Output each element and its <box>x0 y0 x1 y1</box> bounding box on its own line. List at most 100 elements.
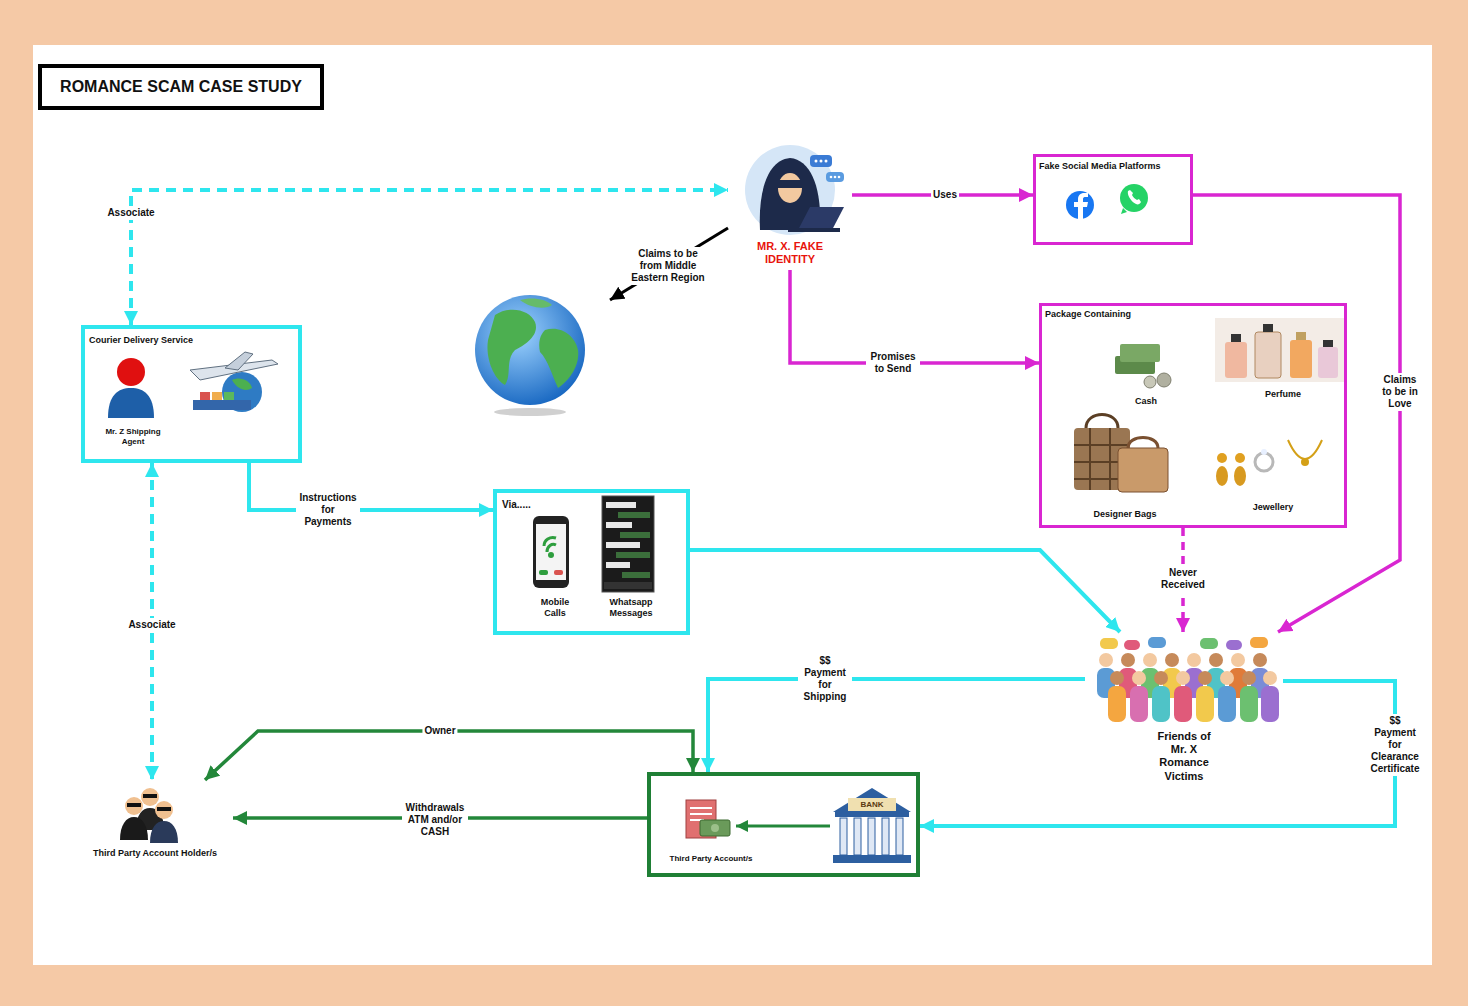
package-items-part <box>1231 334 1241 342</box>
edge-label: Instructions for Payments <box>296 491 360 529</box>
flow-connector <box>920 681 1395 826</box>
edge-label: Never Received <box>1151 566 1215 592</box>
bank-and-account-pictures-part <box>711 824 719 832</box>
hacker-icon-part <box>834 176 837 179</box>
courier-illustration-part <box>224 392 234 400</box>
platform-box: Fake Social Media Platforms <box>1033 154 1193 245</box>
courier-illustration-part <box>200 392 210 400</box>
bank-and-account-pictures-part <box>835 812 909 817</box>
item-caption: Designer Bags <box>1093 509 1156 520</box>
crowd-illustration-part <box>1174 686 1192 722</box>
package-items-part <box>1120 344 1160 362</box>
globe-illustration-part <box>520 298 552 307</box>
social-icons <box>1066 184 1148 219</box>
package-items-part <box>1318 347 1338 378</box>
bank-and-account-pictures-part <box>700 820 730 836</box>
node-text: Package Containing <box>1045 309 1131 320</box>
courier-illustration-part <box>212 392 222 400</box>
globe-illustration-part <box>539 329 578 388</box>
bank-and-account-pictures-part <box>848 798 896 811</box>
crowd-illustration-part <box>1132 671 1146 685</box>
edge-label: Withdrawals ATM and/or CASH <box>402 801 468 839</box>
social-icons-part <box>1074 193 1088 219</box>
package-items-part <box>1255 453 1273 471</box>
crowd-illustration-part <box>1154 671 1168 685</box>
hacker-icon-part <box>777 180 803 188</box>
bank-and-account-pictures-part <box>840 818 847 855</box>
crowd-illustration-part <box>1209 653 1223 667</box>
account-holders-icon-part <box>127 803 141 807</box>
crowd-illustration-part <box>1148 637 1166 648</box>
hacker-icon-part <box>810 155 832 167</box>
globe-illustration-part <box>610 228 728 300</box>
phone-and-chat-pictures-part <box>606 542 640 548</box>
edge-label: Owner <box>422 724 457 738</box>
crowd-illustration-part <box>1187 653 1201 667</box>
package-items-part <box>1263 324 1273 332</box>
crowd-illustration-part <box>1200 638 1218 649</box>
social-icons-part <box>1120 184 1148 212</box>
crowd-illustration-part <box>1218 686 1236 722</box>
package-items-part <box>1323 340 1333 347</box>
package-items-part <box>1217 453 1227 463</box>
flow-connector <box>690 550 1120 632</box>
crowd-illustration-part <box>1124 640 1140 650</box>
crowd-illustration-part <box>1261 686 1279 722</box>
phone-and-chat-pictures-part <box>618 512 650 518</box>
flow-connector <box>249 463 493 510</box>
account-holders-icon-part <box>155 801 173 819</box>
crowd-illustration-part <box>1108 686 1126 722</box>
crowd-illustration-part <box>1253 653 1267 667</box>
account-holders-icon-part <box>157 807 171 811</box>
package-items-part <box>1301 458 1309 466</box>
crowd-illustration-part <box>1242 671 1256 685</box>
phone-and-chat-pictures-part <box>536 524 566 580</box>
phone-and-chat-pictures-part <box>606 502 636 508</box>
package-items-part <box>1290 340 1312 378</box>
phone-and-chat-pictures <box>533 496 654 592</box>
social-icons-part <box>1121 208 1127 214</box>
crowd-illustration-part <box>1176 671 1190 685</box>
item-caption: Jewellery <box>1253 502 1294 513</box>
social-icons-part <box>1128 190 1141 204</box>
hacker-icon-part <box>815 160 818 163</box>
bank-and-account-pictures <box>686 788 911 863</box>
crowd-illustration-part <box>1130 686 1148 722</box>
victims-node: Friends of Mr. X Romance Victims <box>1085 632 1283 790</box>
bank-and-account-pictures-part <box>833 855 911 863</box>
courier-illustration-part <box>232 378 252 390</box>
bank-and-account-pictures-part <box>868 818 875 855</box>
node-text: Third Party Account Holder/s <box>93 848 217 859</box>
phone-and-chat-pictures-part <box>548 552 554 558</box>
flow-connector <box>131 190 728 325</box>
region-claim-label: Claims to be from Middle Eastern Region <box>627 247 709 285</box>
phone-and-chat-pictures-part <box>604 582 652 589</box>
hacker-icon-part <box>820 160 823 163</box>
phone-and-chat-pictures-part <box>616 552 650 558</box>
package-items-part <box>1225 342 1247 378</box>
crowd-illustration-part <box>1196 686 1214 722</box>
account-box: Third Party Account/s <box>647 772 920 877</box>
courier-illustration-part <box>193 400 251 410</box>
package-items-part <box>1235 453 1245 463</box>
flow-connector <box>708 679 1085 772</box>
edge-label: Associate <box>105 206 156 220</box>
globe-illustration-part <box>475 295 585 405</box>
account-holders-icon-part <box>143 794 157 798</box>
edge-label: $$ Payment for Shipping <box>798 654 852 704</box>
phone-and-chat-pictures-part <box>554 570 563 575</box>
package-items-part <box>1118 448 1168 492</box>
flow-connector <box>1193 195 1400 632</box>
node-text: Courier Delivery Service <box>89 335 193 346</box>
item-caption: Whatsapp Messages <box>599 597 663 619</box>
hacker-icon-part <box>826 172 844 182</box>
package-items <box>1074 318 1345 492</box>
globe-illustration <box>475 228 728 416</box>
edge-label: Associate <box>126 618 177 632</box>
phone-and-chat-pictures-part <box>539 570 548 575</box>
package-items-part <box>1234 466 1246 486</box>
crowd-illustration-part <box>1220 671 1234 685</box>
package-items-part <box>1261 449 1267 455</box>
crowd-illustration-part <box>1198 671 1212 685</box>
